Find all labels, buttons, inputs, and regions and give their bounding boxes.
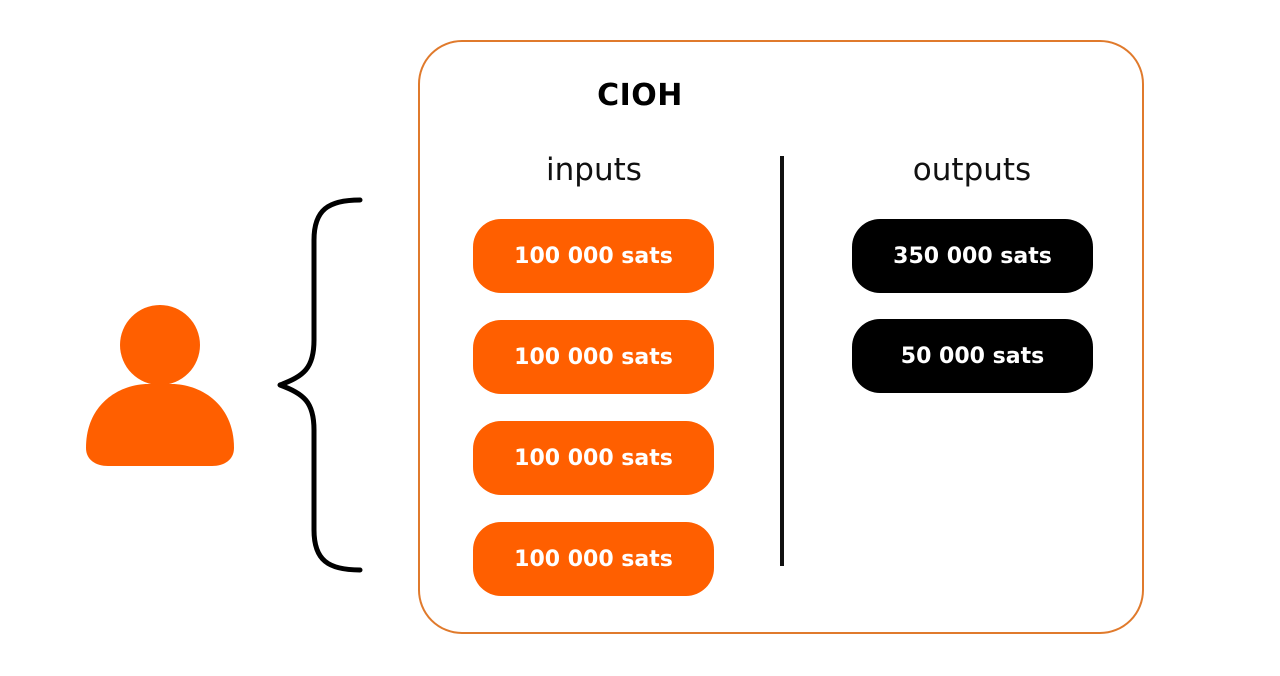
outputs-label: outputs (912, 152, 1032, 188)
input-pill: 100 000 sats (473, 421, 714, 495)
user-icon (86, 305, 234, 466)
input-pill: 100 000 sats (473, 320, 714, 394)
input-pill: 100 000 sats (473, 219, 714, 293)
output-pill: 350 000 sats (852, 219, 1093, 293)
diagram-title: CIOH (597, 78, 683, 113)
curly-brace-icon (277, 197, 363, 573)
input-pill: 100 000 sats (473, 522, 714, 596)
column-divider (780, 156, 784, 566)
output-pill: 50 000 sats (852, 319, 1093, 393)
inputs-label: inputs (546, 152, 642, 188)
